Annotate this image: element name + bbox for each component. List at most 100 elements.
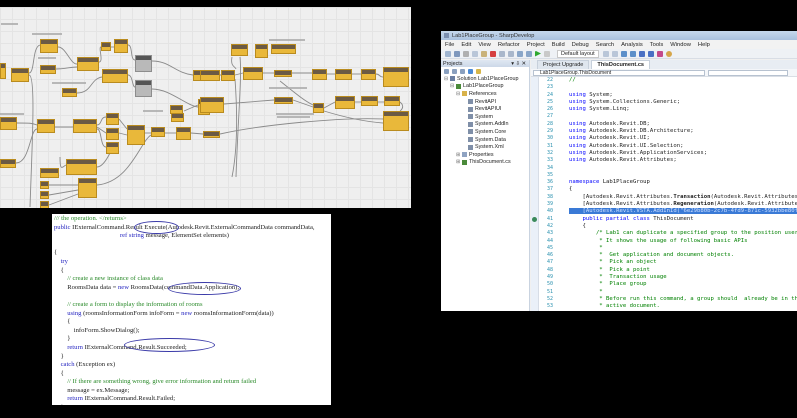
expander-icon[interactable]: ⊟ bbox=[444, 75, 449, 82]
pane-tool-icon[interactable] bbox=[452, 68, 457, 74]
graph-node[interactable] bbox=[135, 80, 152, 97]
graph-node[interactable] bbox=[77, 57, 99, 71]
graph-node[interactable] bbox=[151, 127, 165, 137]
graph-node[interactable] bbox=[66, 159, 97, 175]
graph-node[interactable] bbox=[11, 68, 29, 82]
graph-node[interactable] bbox=[127, 125, 145, 145]
graph-node[interactable] bbox=[40, 181, 49, 189]
tree-item-system-addin[interactable]: System.AddIn bbox=[441, 121, 529, 129]
graph-node[interactable] bbox=[221, 70, 235, 81]
graph-node[interactable] bbox=[383, 67, 409, 87]
menu-window[interactable]: Window bbox=[670, 41, 691, 48]
delete-icon[interactable] bbox=[490, 50, 496, 57]
graph-node[interactable] bbox=[312, 69, 327, 80]
graph-node[interactable] bbox=[114, 39, 128, 53]
tree-item-system-core[interactable]: System.Core bbox=[441, 128, 529, 136]
graph-node[interactable] bbox=[335, 96, 355, 109]
window-titlebar[interactable]: Lab1PlaceGroup - SharpDevelop bbox=[441, 31, 797, 40]
graph-node[interactable] bbox=[274, 97, 293, 104]
tree-item-properties[interactable]: ⊞Properties bbox=[441, 151, 529, 159]
menu-build[interactable]: Build bbox=[551, 41, 565, 48]
menu-search[interactable]: Search bbox=[595, 41, 615, 48]
pane-tool-icon[interactable] bbox=[468, 68, 473, 74]
redo-icon[interactable] bbox=[508, 50, 514, 57]
graph-node[interactable] bbox=[73, 119, 97, 133]
graph-node[interactable] bbox=[231, 44, 248, 56]
paste-icon[interactable] bbox=[481, 50, 487, 57]
graph-node[interactable] bbox=[203, 131, 220, 138]
graph-node[interactable] bbox=[40, 191, 49, 199]
graph-node[interactable] bbox=[361, 96, 378, 106]
toolbar-icon[interactable] bbox=[611, 50, 618, 57]
new-file-icon[interactable] bbox=[445, 50, 451, 57]
graph-node[interactable] bbox=[0, 117, 17, 130]
graph-node[interactable] bbox=[106, 113, 119, 125]
pane-tool-icon[interactable] bbox=[444, 68, 449, 74]
tab-project-upgrade[interactable]: Project Upgrade bbox=[537, 60, 590, 69]
graph-node[interactable] bbox=[101, 42, 111, 51]
build-icon[interactable] bbox=[517, 50, 523, 57]
menu-project[interactable]: Project bbox=[526, 41, 545, 48]
expander-icon[interactable]: ⊞ bbox=[456, 151, 461, 158]
graph-node[interactable] bbox=[200, 97, 224, 113]
node-graph-canvas[interactable] bbox=[0, 7, 411, 208]
find-icon[interactable] bbox=[665, 50, 672, 57]
build-solution-icon[interactable] bbox=[526, 50, 532, 57]
graph-node[interactable] bbox=[243, 67, 263, 80]
menu-file[interactable]: File bbox=[445, 41, 455, 48]
graph-node[interactable] bbox=[78, 178, 97, 198]
graph-node[interactable] bbox=[102, 69, 128, 83]
graph-node[interactable] bbox=[383, 111, 409, 131]
graph-node[interactable] bbox=[171, 113, 184, 122]
menu-tools[interactable]: Tools bbox=[649, 41, 664, 48]
graph-node[interactable] bbox=[384, 96, 400, 106]
save-icon[interactable] bbox=[454, 50, 460, 57]
expander-icon[interactable]: ⊟ bbox=[456, 90, 461, 97]
graph-node[interactable] bbox=[106, 128, 119, 140]
graph-node[interactable] bbox=[135, 55, 152, 72]
class-dropdown[interactable]: Lab1PlaceGroup.ThisDocument bbox=[533, 69, 705, 76]
tree-item-thisdocument-cs[interactable]: ⊞ThisDocument.cs bbox=[441, 159, 529, 167]
run-icon[interactable] bbox=[535, 50, 541, 57]
toolbar-icon[interactable] bbox=[620, 50, 627, 57]
graph-node[interactable] bbox=[40, 65, 56, 74]
graph-node[interactable] bbox=[274, 70, 292, 77]
graph-node[interactable] bbox=[0, 159, 16, 168]
menu-analysis[interactable]: Analysis bbox=[621, 41, 643, 48]
graph-node[interactable] bbox=[176, 127, 191, 140]
stop-icon[interactable] bbox=[544, 50, 550, 57]
graph-node[interactable] bbox=[40, 168, 59, 178]
graph-node[interactable] bbox=[255, 44, 268, 58]
graph-node[interactable] bbox=[200, 70, 220, 81]
undo-icon[interactable] bbox=[499, 50, 505, 57]
tree-item-lab1placegroup[interactable]: ⊟Lab1PlaceGroup bbox=[441, 83, 529, 91]
layout-dropdown[interactable]: Default layout bbox=[557, 49, 599, 58]
member-dropdown[interactable] bbox=[708, 69, 788, 76]
graph-node[interactable] bbox=[313, 103, 324, 113]
graph-node[interactable] bbox=[0, 63, 6, 79]
graph-node[interactable] bbox=[40, 39, 58, 53]
graph-node[interactable] bbox=[361, 69, 376, 80]
tree-item-references[interactable]: ⊟References bbox=[441, 90, 529, 98]
graph-node[interactable] bbox=[37, 119, 55, 133]
graph-node[interactable] bbox=[335, 69, 352, 80]
tree-item-revitapi[interactable]: RevitAPI bbox=[441, 98, 529, 106]
bookmark-icon[interactable] bbox=[532, 216, 537, 222]
menu-view[interactable]: View bbox=[478, 41, 491, 48]
toolbar-icon[interactable] bbox=[647, 50, 654, 57]
expander-icon[interactable]: ⊟ bbox=[450, 83, 455, 90]
expander-icon[interactable]: ⊞ bbox=[456, 159, 461, 166]
pane-tool-icon[interactable] bbox=[460, 68, 465, 74]
tab-thisdocument-cs[interactable]: ThisDocument.cs bbox=[591, 60, 651, 69]
graph-node[interactable] bbox=[271, 44, 296, 54]
graph-node[interactable] bbox=[40, 201, 49, 208]
tree-item-revitapiui[interactable]: RevitAPIUI bbox=[441, 105, 529, 113]
toolbar-icon[interactable] bbox=[638, 50, 645, 57]
graph-node[interactable] bbox=[106, 142, 119, 154]
toolbar-icon[interactable] bbox=[602, 50, 609, 57]
graph-node[interactable] bbox=[62, 88, 77, 97]
pane-tool-icon[interactable] bbox=[476, 68, 481, 74]
tree-item-solution-lab1placegroup[interactable]: ⊟Solution Lab1PlaceGroup bbox=[441, 75, 529, 83]
